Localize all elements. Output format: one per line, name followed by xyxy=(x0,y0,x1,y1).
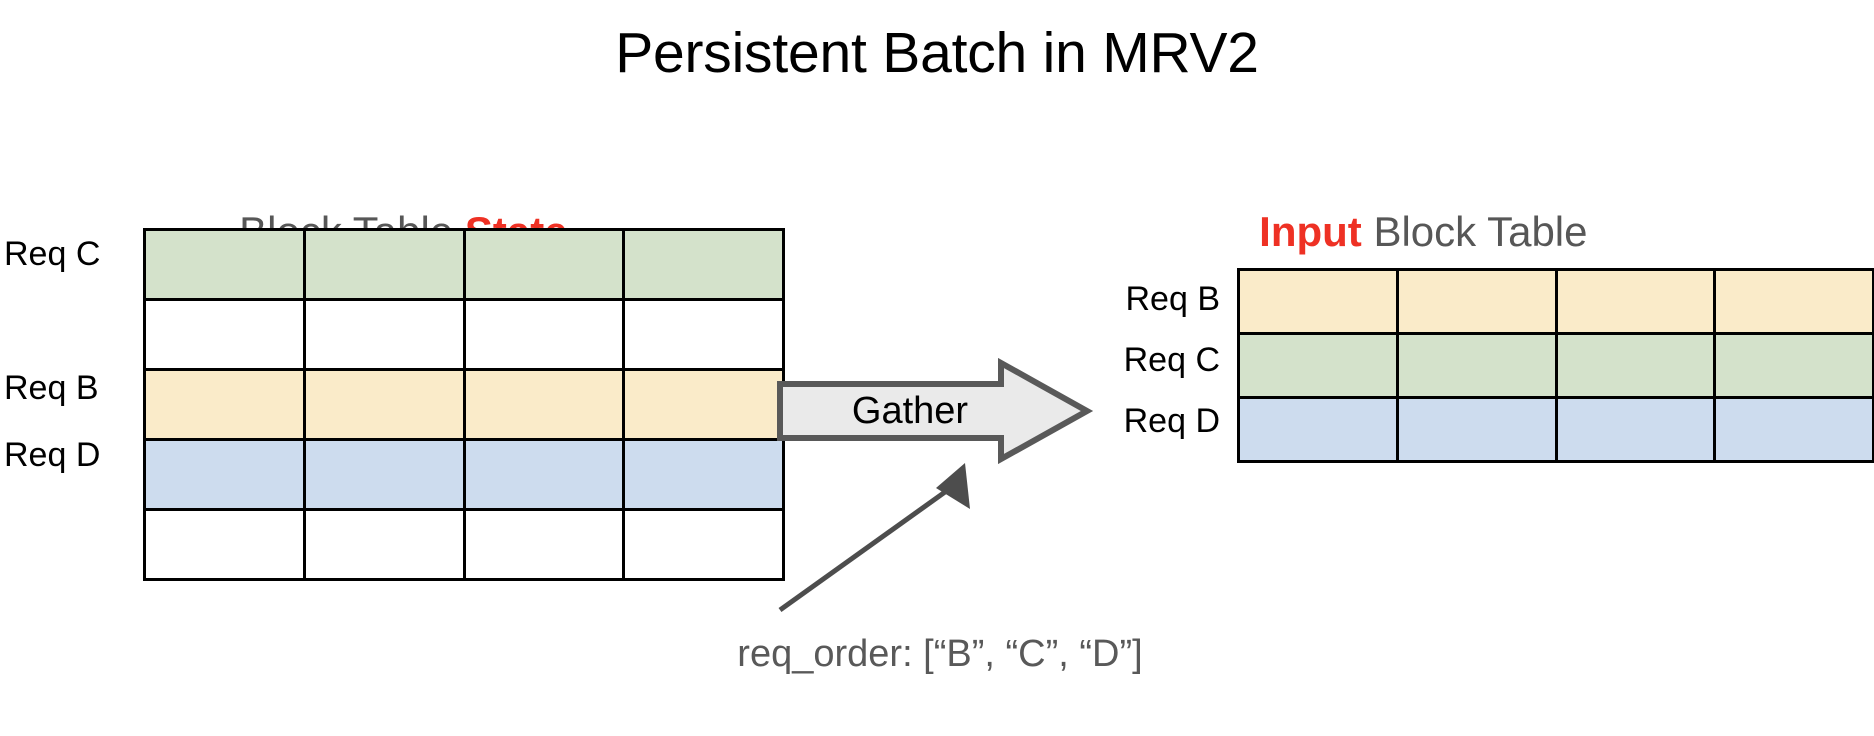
table-cell xyxy=(622,298,785,371)
table-row xyxy=(143,228,785,301)
input-row-label-req-c: Req C xyxy=(1123,341,1220,379)
req-order-leader-arrow-icon xyxy=(778,463,970,613)
table-cell xyxy=(1395,396,1558,463)
table-row xyxy=(143,298,785,371)
table-cell xyxy=(1554,332,1717,399)
table-cell xyxy=(622,368,785,441)
table-cell xyxy=(462,298,626,371)
table-row xyxy=(143,438,785,511)
table-cell xyxy=(462,368,626,441)
table-cell xyxy=(1554,268,1717,335)
table-cell xyxy=(302,438,466,511)
table-row xyxy=(1237,396,1874,463)
table-cell xyxy=(462,508,626,581)
req-order-caption: req_order: [“B”, “C”, “D”] xyxy=(737,633,1143,675)
table-cell xyxy=(622,228,785,301)
input-block-table-grid xyxy=(1237,268,1874,463)
table-cell xyxy=(1713,268,1874,335)
table-cell xyxy=(462,438,626,511)
heading-suffix-text: Block Table xyxy=(1361,208,1588,255)
table-row xyxy=(1237,268,1874,335)
table-cell xyxy=(302,298,466,371)
table-row xyxy=(143,368,785,441)
heading-accent-input: Input xyxy=(1259,208,1362,255)
gather-arrow-icon xyxy=(777,358,1094,464)
state-row-label-req-d: Req D xyxy=(4,436,101,474)
table-cell xyxy=(302,368,466,441)
table-cell xyxy=(1554,396,1717,463)
block-table-state-grid xyxy=(143,228,785,581)
table-row xyxy=(1237,332,1874,399)
table-cell xyxy=(462,228,626,301)
table-cell xyxy=(1237,332,1399,399)
table-cell xyxy=(1395,332,1558,399)
table-cell xyxy=(1395,268,1558,335)
table-cell xyxy=(143,298,306,371)
table-cell xyxy=(1237,268,1399,335)
table-row xyxy=(143,508,785,581)
input-row-label-req-d: Req D xyxy=(1123,402,1220,440)
input-row-label-req-b: Req B xyxy=(1125,280,1221,318)
input-block-table-heading: Input Block Table xyxy=(1080,154,1720,310)
table-cell xyxy=(302,508,466,581)
state-row-label-req-c: Req C xyxy=(4,235,101,273)
table-cell xyxy=(622,508,785,581)
table-cell xyxy=(1713,332,1874,399)
table-cell xyxy=(143,438,306,511)
table-cell xyxy=(143,508,306,581)
table-cell xyxy=(1713,396,1874,463)
table-cell xyxy=(302,228,466,301)
page-title: Persistent Batch in MRV2 xyxy=(615,21,1259,85)
table-cell xyxy=(143,228,306,301)
state-row-label-req-b: Req B xyxy=(4,369,99,407)
table-cell xyxy=(143,368,306,441)
table-cell xyxy=(1237,396,1399,463)
table-cell xyxy=(622,438,785,511)
